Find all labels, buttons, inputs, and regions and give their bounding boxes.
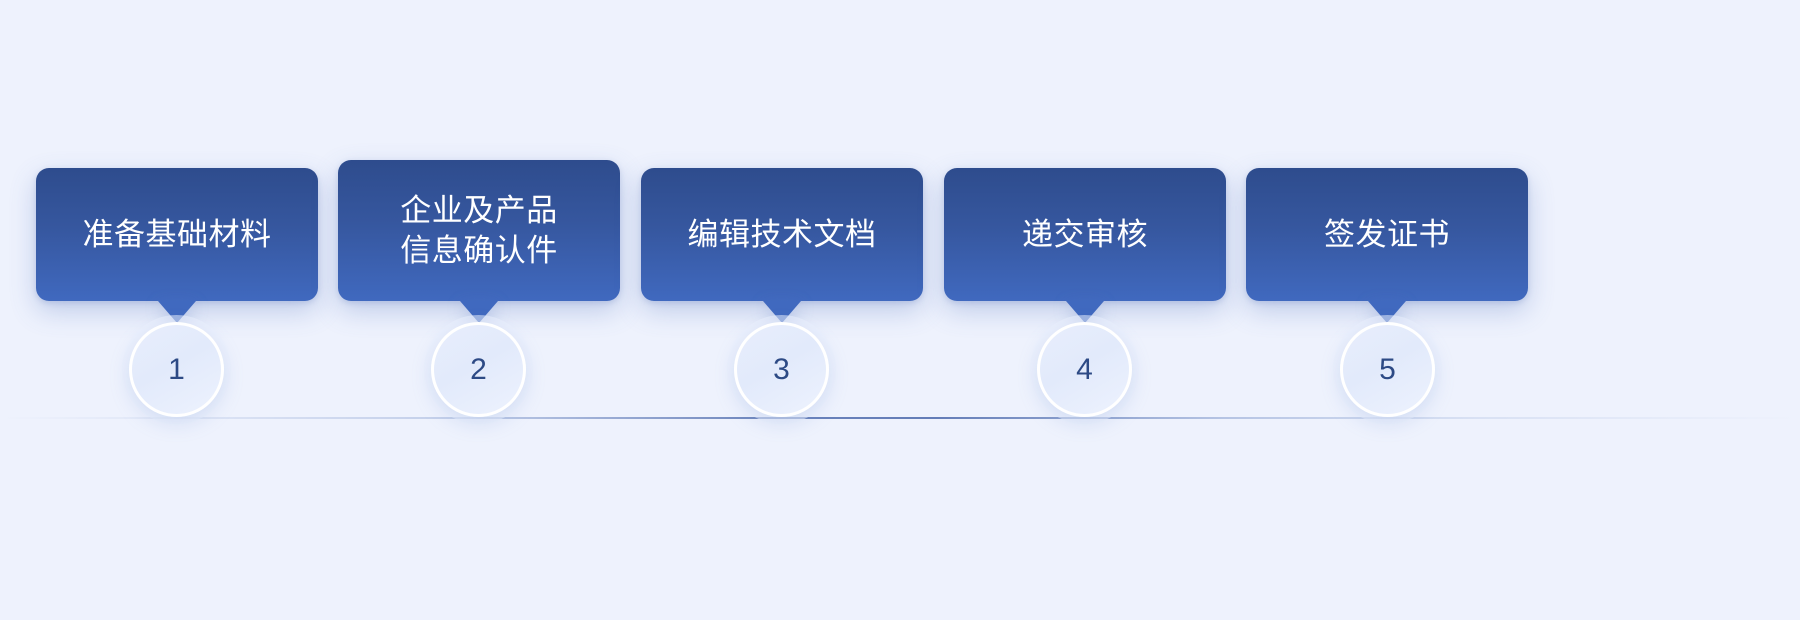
step-card-2-pointer-icon	[460, 301, 498, 323]
step-card-5-label: 签发证书	[1324, 216, 1450, 252]
step-circle-4[interactable]: 4	[1037, 322, 1132, 417]
step-card-3[interactable]: 编辑技术文档	[641, 168, 923, 323]
step-circle-1-number: 1	[168, 352, 185, 386]
step-circle-5-number: 5	[1379, 352, 1396, 386]
step-card-1[interactable]: 准备基础材料	[36, 168, 318, 323]
step-card-5-pointer-icon	[1368, 301, 1406, 323]
step-card-5[interactable]: 签发证书	[1246, 168, 1528, 323]
step-cards-row: 准备基础材料 企业及产品 信息确认件 编辑技术文档 递交审核 签发证书	[36, 160, 1528, 323]
step-card-2-label: 企业及产品 信息确认件	[400, 193, 558, 268]
step-card-4-label: 递交审核	[1022, 216, 1148, 252]
step-card-3-label: 编辑技术文档	[687, 216, 877, 252]
step-card-4[interactable]: 递交审核	[944, 168, 1226, 323]
step-card-4-pointer-icon	[1066, 301, 1104, 323]
step-circle-2-number: 2	[470, 352, 487, 386]
step-circle-3-number: 3	[773, 352, 790, 386]
step-card-3-pointer-icon	[763, 301, 801, 323]
step-circle-4-number: 4	[1076, 352, 1093, 386]
step-card-2[interactable]: 企业及产品 信息确认件	[338, 160, 620, 323]
step-circle-5[interactable]: 5	[1340, 322, 1435, 417]
step-card-1-label: 准备基础材料	[82, 216, 272, 252]
step-card-1-pointer-icon	[158, 301, 196, 323]
step-circle-1[interactable]: 1	[129, 322, 224, 417]
timeline-connector-line	[0, 417, 1800, 419]
step-circle-3[interactable]: 3	[734, 322, 829, 417]
step-circle-2[interactable]: 2	[431, 322, 526, 417]
